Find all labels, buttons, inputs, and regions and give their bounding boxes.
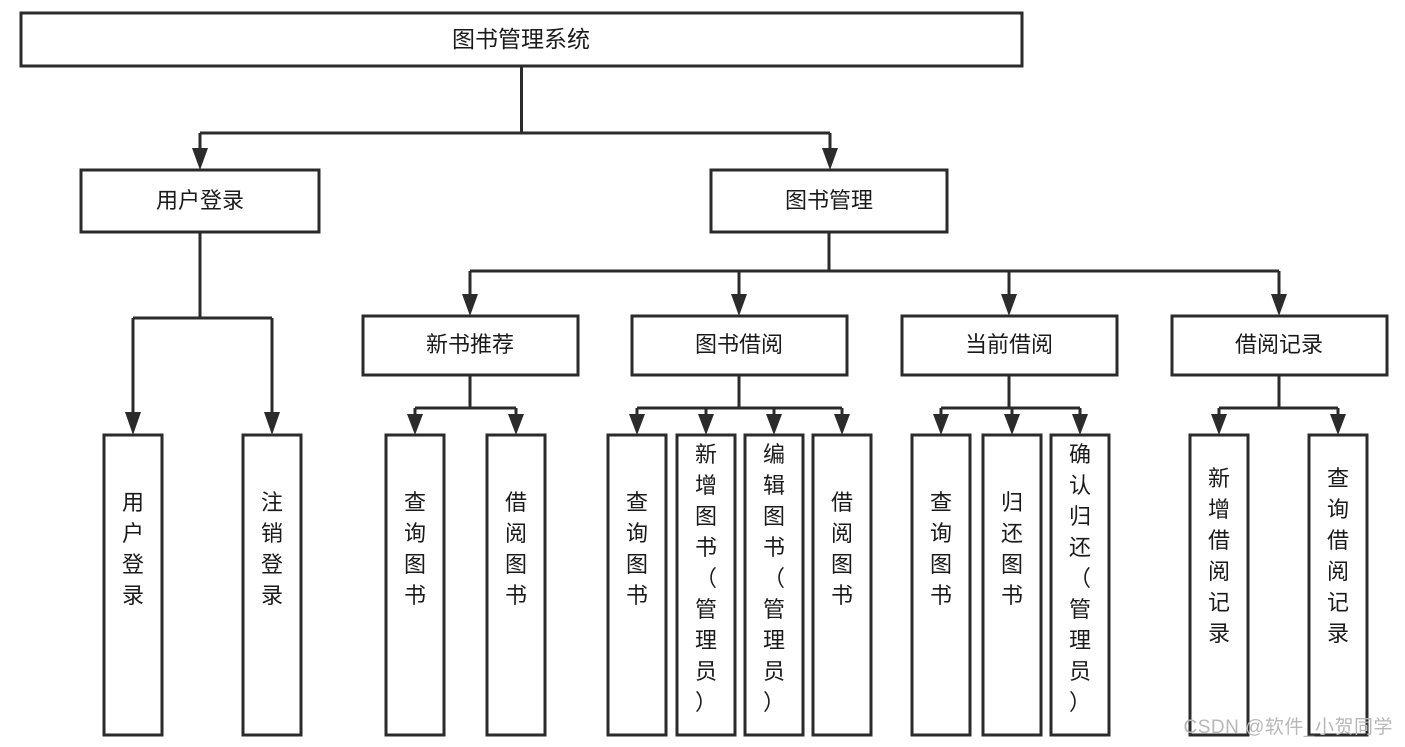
leaf-confirm-return-admin-box: [1049, 433, 1111, 737]
node-root-label: 图书管理系统: [452, 26, 590, 52]
node-book-management-label: 图书管理: [785, 188, 873, 213]
arrow-borrow-record-a: [1211, 414, 1227, 435]
connector-group-current-borrow: [933, 375, 1088, 435]
node-current-borrow[interactable]: 当前借阅: [900, 314, 1119, 377]
arrow-current-borrow-b: [1004, 414, 1020, 435]
leaf-borrow-book-2-box: [811, 433, 873, 737]
node-book-management[interactable]: 图书管理: [709, 168, 949, 234]
arrow-new-book-a: [407, 414, 423, 435]
arrow-user-login-b: [264, 412, 280, 435]
arrow-current-borrow-a: [933, 414, 949, 435]
leaf-query-borrow-record-label: 查询借阅记录: [1327, 466, 1349, 646]
node-book-management-box: [709, 168, 949, 234]
arrow-current-borrow-c: [1072, 414, 1088, 435]
node-current-borrow-label: 当前借阅: [965, 332, 1053, 357]
node-new-book-recommend-label: 新书推荐: [426, 332, 514, 357]
leaf-confirm-return-admin[interactable]: 确认归还（管理员）: [1049, 433, 1111, 737]
node-book-borrow[interactable]: 图书借阅: [630, 314, 849, 377]
arrow-book-mgmt-c4: [1271, 294, 1287, 316]
node-book-borrow-box: [630, 314, 849, 377]
node-user-login-box: [79, 168, 321, 234]
leaf-add-borrow-record-box: [1188, 433, 1250, 737]
arrow-book-mgmt-c3: [1001, 294, 1017, 316]
arrow-book-borrow-a: [629, 414, 645, 435]
leaf-query-book-1[interactable]: 查询图书: [384, 433, 446, 737]
connector-group-book-mgmt: [462, 232, 1287, 316]
leaf-borrow-book-1[interactable]: 借阅图书: [485, 433, 547, 737]
leaf-query-book-2-label: 查询图书: [626, 490, 648, 608]
leaf-logout-label: 注销登录: [261, 490, 283, 608]
leaf-borrow-book-2[interactable]: 借阅图书: [811, 433, 873, 737]
leaf-query-book-1-box: [384, 433, 446, 737]
leaf-user-login-label: 用户登录: [122, 490, 144, 608]
arrow-book-mgmt-c2: [731, 294, 747, 316]
node-current-borrow-box: [900, 314, 1119, 377]
leaf-return-book-box: [981, 433, 1043, 737]
leaf-query-borrow-record[interactable]: 查询借阅记录: [1307, 433, 1369, 737]
leaf-query-book-3-label: 查询图书: [930, 490, 952, 608]
leaf-logout-box: [241, 433, 303, 737]
arrow-root-to-user-login: [192, 148, 208, 170]
leaf-add-borrow-record-label: 新增借阅记录: [1208, 466, 1230, 646]
arrow-book-borrow-b: [698, 414, 714, 435]
arrow-new-book-b: [508, 414, 524, 435]
connector-group-borrow-record: [1211, 375, 1346, 435]
arrow-user-login-a: [125, 412, 141, 435]
arrow-book-borrow-c: [766, 414, 782, 435]
node-new-book-recommend[interactable]: 新书推荐: [361, 314, 580, 377]
node-book-borrow-label: 图书借阅: [695, 332, 783, 357]
node-root-box: [19, 11, 1024, 68]
node-user-login[interactable]: 用户登录: [79, 168, 321, 234]
leaf-logout[interactable]: 注销登录: [241, 433, 303, 737]
leaf-query-book-3[interactable]: 查询图书: [910, 433, 972, 737]
arrow-root-to-book-mgmt: [822, 148, 838, 170]
arrow-book-borrow-d: [834, 414, 850, 435]
node-root-system[interactable]: 图书管理系统: [19, 11, 1024, 68]
leaf-borrow-book-1-label: 借阅图书: [505, 490, 527, 608]
arrow-borrow-record-b: [1330, 414, 1346, 435]
watermark-text: CSDN @软件_小贺同学: [1183, 717, 1393, 738]
leaf-user-login-box: [102, 433, 164, 737]
leaf-add-borrow-record[interactable]: 新增借阅记录: [1188, 433, 1250, 737]
leaf-edit-book-admin-label: 编辑图书（管理员）: [763, 442, 785, 715]
leaf-borrow-book-2-label: 借阅图书: [831, 490, 853, 608]
node-user-login-label: 用户登录: [156, 188, 244, 213]
arrow-book-mgmt-c1: [462, 294, 478, 316]
node-new-book-recommend-box: [361, 314, 580, 377]
node-borrow-record-box: [1170, 314, 1389, 377]
node-borrow-record-label: 借阅记录: [1235, 332, 1323, 357]
leaf-add-book-admin[interactable]: 新增图书（管理员）: [675, 433, 737, 737]
connector-group-user-login: [125, 232, 280, 435]
leaf-query-book-1-label: 查询图书: [404, 490, 426, 608]
leaf-user-login[interactable]: 用户登录: [102, 433, 164, 737]
leaf-query-book-2-box: [606, 433, 668, 737]
leaf-add-book-admin-label: 新增图书（管理员）: [695, 442, 717, 715]
leaf-return-book-label: 归还图书: [1001, 490, 1023, 608]
leaf-add-book-admin-box: [675, 433, 737, 737]
leaf-edit-book-admin[interactable]: 编辑图书（管理员）: [743, 433, 805, 737]
leaf-borrow-book-1-box: [485, 433, 547, 737]
leaf-return-book[interactable]: 归还图书: [981, 433, 1043, 737]
connector-group-new-book: [407, 375, 524, 435]
connector-group-book-borrow: [629, 375, 850, 435]
leaf-edit-book-admin-box: [743, 433, 805, 737]
leaf-query-book-2[interactable]: 查询图书: [606, 433, 668, 737]
connector-group-root: [192, 66, 838, 170]
leaf-query-book-3-box: [910, 433, 972, 737]
node-borrow-record[interactable]: 借阅记录: [1170, 314, 1389, 377]
leaf-query-borrow-record-box: [1307, 433, 1369, 737]
leaf-confirm-return-admin-label: 确认归还（管理员）: [1069, 442, 1091, 715]
